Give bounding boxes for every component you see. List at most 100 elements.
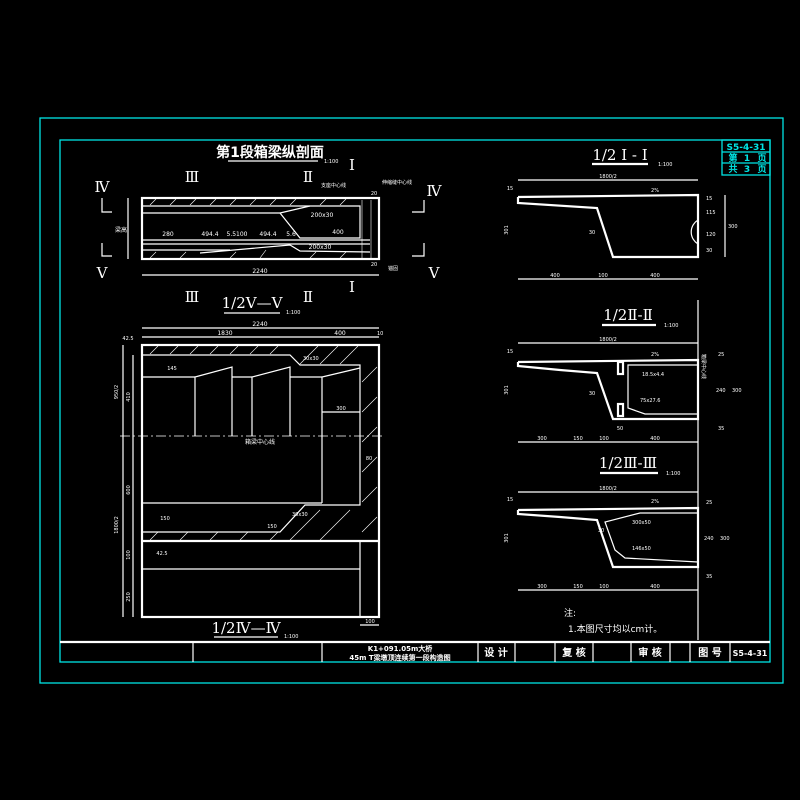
section-i-right-1: 115	[706, 210, 716, 216]
section-i-top-dim: 1800/2	[599, 174, 617, 180]
section-i-right-4: 300	[728, 224, 738, 230]
section-i-title: 1/2 I - I	[592, 146, 647, 164]
section-i-height: 301	[504, 225, 510, 235]
dim-42-5: 42.5	[156, 551, 167, 557]
inner-frame	[59, 139, 771, 663]
section-mark-i-top: I	[349, 156, 355, 174]
section-ii-web-bottom: 50	[617, 426, 623, 432]
plan-scale: 1:100	[286, 310, 300, 316]
page-number: 1	[744, 154, 750, 164]
section-i-scale: 1:100	[658, 162, 672, 168]
dim-300: 300	[336, 406, 346, 412]
dim-overall: 2240	[252, 321, 267, 328]
check-label: 复 核	[561, 646, 585, 659]
section-iii-right-1: 240	[704, 536, 714, 542]
section-mark-i-bottom: I	[349, 278, 355, 296]
dim-bottom-small: 20	[371, 262, 377, 268]
section-iii-flange: 15	[507, 497, 513, 503]
section-i-web: 30	[589, 230, 595, 236]
section-mark-iii-bottom: Ⅲ	[185, 288, 199, 306]
section-ii-right-2: 300	[732, 388, 742, 394]
dim-top-offset: 42.5	[122, 336, 133, 342]
section-ii-web: 30	[589, 391, 595, 397]
section-ii-slope: 2%	[651, 352, 659, 358]
dim-half-width-top: 950/2	[114, 385, 120, 399]
outer-frame	[39, 117, 784, 684]
sheet-number-box: S5-4-31 第 1 页 共 3 页	[721, 139, 771, 176]
section-ii-dim-2: 100	[599, 436, 609, 442]
section-i-dim-2: 400	[650, 273, 660, 279]
section-ii-callout-0: 18.5x4.4	[642, 372, 664, 378]
dim-80: 80	[366, 456, 372, 462]
section-i-right-3: 30	[706, 248, 712, 254]
dim-250: 250	[126, 592, 132, 602]
section-mark-iv-left: Ⅳ	[95, 178, 111, 196]
section-mark-iii-top: Ⅲ	[185, 168, 199, 186]
dim-280: 280	[162, 231, 174, 238]
dim-half-width-bottom: 1800/2	[114, 516, 120, 534]
box-centerline-label: 箱梁中心线	[245, 438, 275, 446]
section-i-right-2: 120	[706, 232, 716, 238]
joint-center-label: 伸缩缝中心线	[382, 179, 412, 186]
main-scale: 1:100	[324, 159, 338, 165]
title-block: K1+091.05m大桥 45m T梁墩顶连续第一段构造图 设 计 复 核 审 …	[60, 640, 770, 662]
dim-right: 400	[334, 330, 346, 337]
cross-section-i: 1/2 I - I 1:100 1800/2 400 100 400 301 1…	[504, 146, 738, 280]
hole-label-1: 200x30	[311, 212, 334, 219]
section-mark-ii-top: Ⅱ	[303, 168, 313, 186]
section-iii-scale: 1:100	[666, 471, 680, 477]
beam-height-label: 梁高	[115, 226, 127, 234]
plan-bottom-title: 1/2Ⅳ—Ⅳ	[211, 619, 281, 637]
dim-400: 400	[332, 229, 344, 236]
dim-150: 150	[160, 516, 170, 522]
page-unit: 页	[757, 153, 766, 164]
section-ii-flange: 15	[507, 349, 513, 355]
dim-end-100: 100	[365, 619, 375, 625]
haunch-label-bottom: 30x30	[292, 512, 308, 518]
dim-100: 100	[126, 550, 132, 560]
project-name: K1+091.05m大桥	[368, 644, 433, 653]
section-iii-height: 301	[504, 533, 510, 543]
section-ii-height: 301	[504, 385, 510, 395]
plan-title: 1/2V—V	[222, 294, 284, 312]
notes: 注: 1.本图尺寸均以cm计。	[564, 607, 662, 635]
section-ii-scale: 1:100	[664, 323, 678, 329]
section-ii-dim-1: 150	[573, 436, 583, 442]
section-mark-v-right: V	[428, 264, 441, 282]
note-1: 1.本图尺寸均以cm计。	[568, 623, 662, 635]
notes-title: 注:	[564, 607, 576, 619]
cross-section-iii: 1/2Ⅲ-Ⅲ 1:100 1800/2 300x50 146x50 300 15…	[504, 454, 730, 591]
section-iii-right-0: 25	[706, 500, 712, 506]
section-iii-callout-1: 146x50	[632, 546, 651, 552]
section-iii-title: 1/2Ⅲ-Ⅲ	[599, 454, 657, 472]
cross-section-ii: 1/2Ⅱ-Ⅱ 1:100 1800/2 18.5x4.4 75x27.6 箱梁中…	[504, 300, 742, 640]
section-ii-right-3: 35	[718, 426, 724, 432]
hole-label-2: 200x30	[309, 244, 332, 251]
plan-bottom-scale: 1:100	[284, 634, 298, 640]
section-mark-v-left: V	[96, 264, 109, 282]
drawing-no: S5-4-31	[733, 649, 768, 658]
section-i-flange: 15	[507, 186, 513, 192]
dim-mid: 5.5100	[227, 231, 248, 238]
total-pages: 3	[744, 165, 750, 175]
section-ii-callout-1: 75x27.6	[640, 398, 660, 404]
anchor-label: 锚固	[388, 265, 398, 272]
dim-145: 145	[167, 366, 177, 372]
section-ii-dim-0: 300	[537, 436, 547, 442]
section-iii-web: 30	[598, 528, 604, 534]
review-label: 审 核	[638, 646, 661, 659]
section-iii-dim-0: 300	[537, 584, 547, 590]
plan-view: 1/2V—V 1:100 2240 1830 400 10 箱梁中心线 145 …	[114, 294, 385, 640]
main-title: 第1段箱梁纵剖面	[216, 144, 324, 161]
support-center-label: 支座中心线	[321, 182, 346, 189]
section-iii-callout-0: 300x50	[632, 520, 651, 526]
section-ii-title: 1/2Ⅱ-Ⅱ	[603, 306, 653, 324]
dim-total-length: 2240	[252, 268, 267, 275]
section-i-right-0: 15	[706, 196, 712, 202]
section-i-dim-1: 100	[598, 273, 608, 279]
drawing-no-label: 图 号	[698, 647, 721, 659]
page-label: 第	[728, 152, 737, 164]
dim-600: 600	[126, 485, 132, 495]
dim-494-b: 494.4	[259, 231, 276, 238]
dim-top-small: 20	[371, 191, 377, 197]
